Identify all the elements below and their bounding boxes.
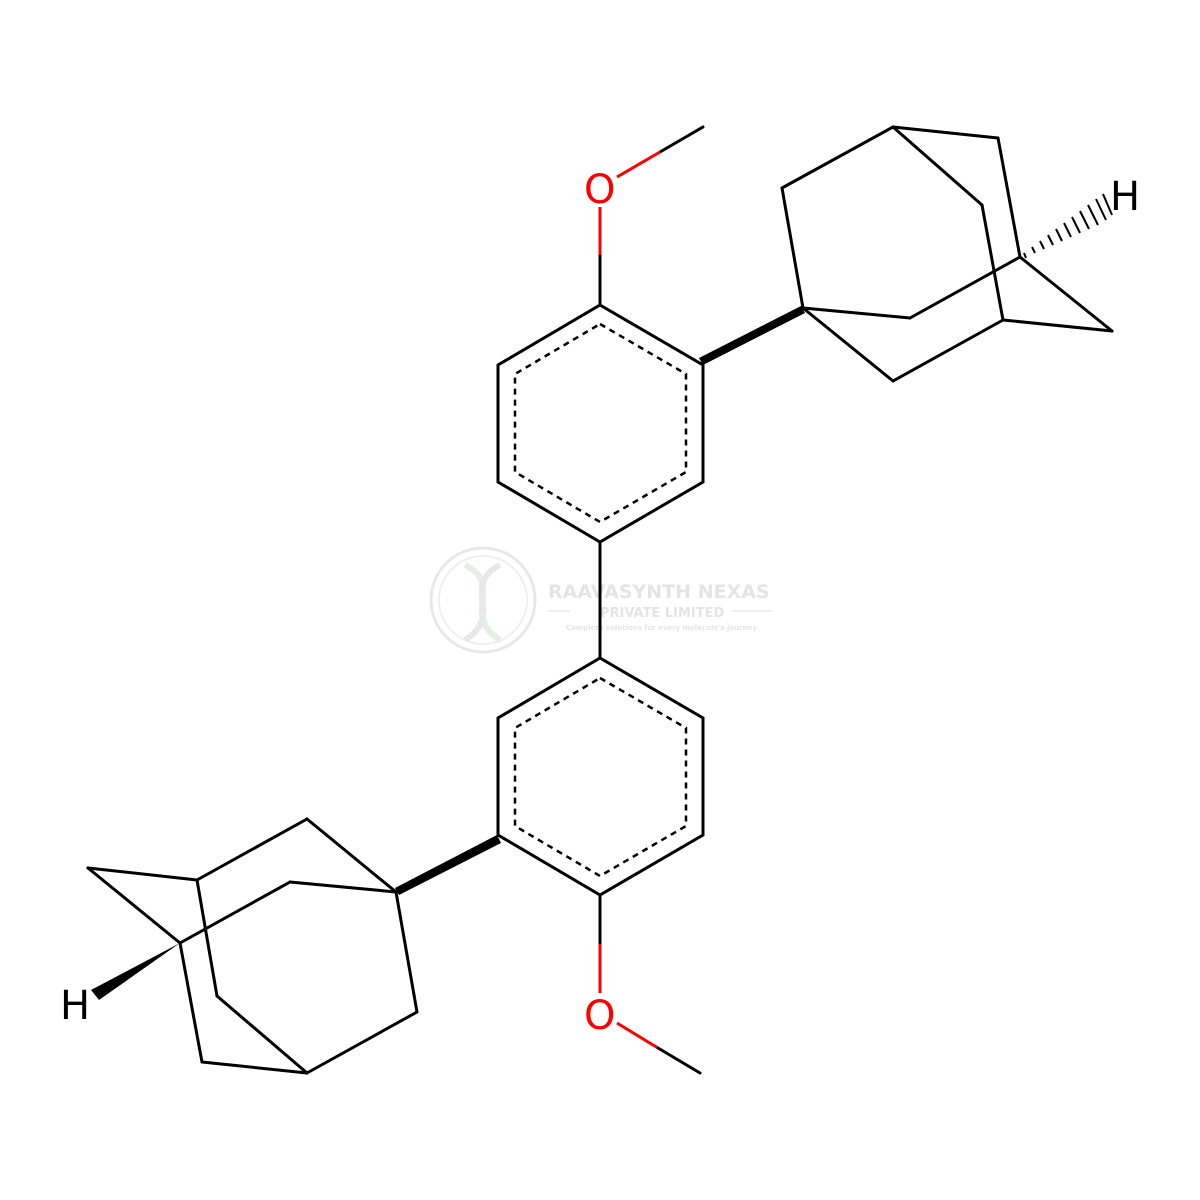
- ring-bottom-outline: [496, 656, 705, 897]
- adamantyl-top: H: [699, 125, 1140, 383]
- bond-ch3-o-top-b: [616, 150, 661, 179]
- benzene-ring-top: [496, 303, 705, 544]
- wedge-bond-bottom: [395, 835, 501, 895]
- adm-bot-b5: [195, 878, 219, 998]
- adm-top-b11: [1001, 318, 1114, 333]
- watermark-logo-inner-ring: [438, 555, 528, 645]
- wedge-bond-h-bottom: [91, 943, 180, 1000]
- adm-bot-b12: [178, 941, 204, 1064]
- oxygen-atom-bottom: O: [584, 993, 615, 1039]
- adm-bot-b8: [178, 880, 292, 945]
- adm-bot-b9: [394, 890, 419, 1014]
- hashed-wedge-top: [1023, 193, 1113, 259]
- methoxy-top: O: [584, 125, 705, 307]
- adm-top-b10: [891, 318, 1005, 383]
- adm-top-b8: [908, 255, 1022, 320]
- benzene-ring-bottom: [496, 656, 705, 897]
- watermark: RAAVASYNTH NEXAS PRIVATE LIMITED Complet…: [429, 546, 772, 654]
- watermark-helix-icon-b: [463, 562, 502, 643]
- adm-top-b1: [780, 186, 805, 310]
- adm-top-b3: [891, 125, 1000, 140]
- adm-bot-b3: [86, 866, 199, 882]
- adm-top-b4: [996, 136, 1022, 259]
- watermark-subtitle: PRIVATE LIMITED: [600, 606, 725, 621]
- ring-bottom-aromatic: [513, 676, 688, 878]
- ring-top-outline: [496, 303, 705, 544]
- adamantyl-bottom: H: [60, 817, 501, 1075]
- adm-bot-b10: [305, 1010, 419, 1075]
- adm-top-b7: [801, 306, 912, 320]
- adm-top-b2: [780, 125, 895, 190]
- hydrogen-atom-bottom: H: [60, 983, 90, 1029]
- adm-bot-b6: [215, 994, 309, 1075]
- adm-bot-b1: [305, 817, 398, 894]
- oxygen-atom-top: O: [584, 167, 615, 213]
- watermark-company: RAAVASYNTH NEXAS: [548, 581, 770, 603]
- watermark-logo-ring: [429, 546, 537, 654]
- bond-ch3-o-top-a: [658, 125, 705, 154]
- adm-top-b9: [801, 306, 895, 383]
- bond-ch3-o-bottom-a: [616, 1021, 659, 1050]
- adm-top-b12: [1018, 255, 1114, 333]
- watermark-tagline: Complete solutions for every molecule's …: [566, 624, 757, 632]
- methoxy-bottom: O: [584, 893, 702, 1075]
- adm-bot-b4: [86, 866, 182, 945]
- bond-ch3-o-bottom-b: [656, 1046, 702, 1075]
- adm-bot-b2: [195, 817, 309, 882]
- adm-top-b5: [891, 125, 984, 207]
- hydrogen-atom-top: H: [1110, 174, 1140, 220]
- wedge-bond-top: [699, 306, 805, 365]
- ring-top-aromatic: [513, 322, 688, 524]
- adm-top-b6: [980, 203, 1005, 322]
- adm-bot-b11: [200, 1060, 309, 1075]
- adm-bot-b7: [288, 880, 398, 894]
